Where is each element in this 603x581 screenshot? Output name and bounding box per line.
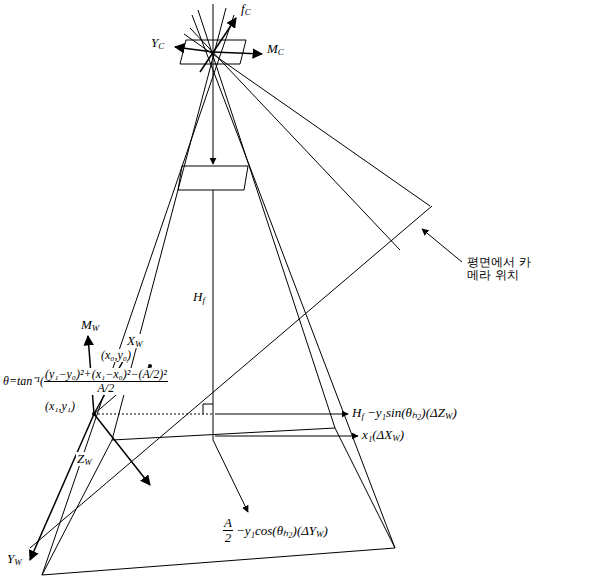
subscript: f xyxy=(361,412,364,422)
formula-label: (x₀,y₀) xyxy=(100,349,132,362)
formula-label: A2−y₁cos(θₕ₂)(ΔYW) xyxy=(222,516,329,546)
guide-line xyxy=(94,414,213,415)
camera-position-line xyxy=(30,206,432,548)
math-label: −y₁cos(θₕ₂)(ΔY xyxy=(236,524,316,538)
camera-ray xyxy=(198,10,335,428)
world-z-axis xyxy=(94,414,150,485)
math-label: x₁(ΔX xyxy=(362,428,392,442)
dimension-arrow xyxy=(215,414,348,415)
subscript: W xyxy=(316,530,324,540)
subscript: C xyxy=(158,42,164,52)
formula-label: YW xyxy=(6,552,23,566)
subscript: W xyxy=(14,558,22,568)
math-label: 평면에서 카메라 위치 xyxy=(467,255,531,282)
math-label: M xyxy=(267,42,278,56)
subscript: C xyxy=(278,48,284,58)
math-label: f xyxy=(241,2,245,16)
ground-footprint xyxy=(42,428,395,575)
subscript: W xyxy=(84,458,92,468)
math-label: Z xyxy=(77,452,84,466)
math-label: H xyxy=(193,290,202,304)
dimension-arrow xyxy=(215,436,358,437)
formula-label: Hf xyxy=(192,290,206,304)
subscript: W xyxy=(92,324,100,334)
formula-label: x₁(ΔXW) xyxy=(361,428,405,442)
point-marker xyxy=(92,412,96,416)
camera-ray xyxy=(213,4,214,52)
math-label: Y xyxy=(151,36,158,50)
formula-label: MC xyxy=(266,42,285,56)
formula-label: Hf−y₁sin(θₕ₂)(ΔZW) xyxy=(351,406,458,420)
math-label: X xyxy=(127,334,135,348)
math-label: H xyxy=(352,406,361,420)
world-y-axis xyxy=(30,414,94,560)
camera-y-axis xyxy=(175,47,213,52)
dimension-arrow xyxy=(213,440,248,512)
subscript: f xyxy=(202,296,205,306)
formula-label: YC xyxy=(150,36,165,50)
formula-label: θ=tan⁻¹((y₁−y₀)²+(x₁−x₀)²−(A/2)²A/2 xyxy=(2,368,169,395)
fraction-numerator: (y₁−y₀)²+(x₁−x₀)²−(A/2)² xyxy=(44,368,168,382)
formula-label: ZW xyxy=(76,452,93,466)
fraction: (y₁−y₀)²+(x₁−x₀)²−(A/2)²A/2 xyxy=(44,368,168,395)
camera-ray xyxy=(190,28,400,250)
formula-label: XW xyxy=(126,334,143,348)
subscript: C xyxy=(245,8,251,18)
formula-label: fC xyxy=(240,2,252,16)
math-label: ) xyxy=(324,524,328,538)
camera-ray xyxy=(184,34,430,206)
math-label: M xyxy=(81,318,92,332)
math-label: Y xyxy=(7,552,14,566)
math-label: (x₁,y₁) xyxy=(45,400,75,413)
formula-label: MW xyxy=(80,318,100,332)
subscript: W xyxy=(135,340,143,350)
math-label: −y₁sin(θₕ₂)(ΔZ xyxy=(367,406,445,420)
formula-label: (x₁,y₁) xyxy=(44,400,76,413)
math-label: ) xyxy=(400,428,404,442)
fraction: A2 xyxy=(223,516,233,546)
subscript: W xyxy=(392,434,400,444)
fraction-denominator: 2 xyxy=(225,531,232,545)
math-label: θ=tan⁻¹( xyxy=(3,375,44,388)
image-plane xyxy=(178,166,248,190)
subscript: W xyxy=(445,412,453,422)
fraction-denominator: A/2 xyxy=(98,382,115,395)
fraction-numerator: A xyxy=(223,516,233,531)
optical-axis xyxy=(213,190,214,440)
right-angle-mark xyxy=(203,404,213,414)
camera-ray xyxy=(192,15,395,548)
formula-label: 평면에서 카메라 위치 xyxy=(466,256,540,282)
math-label: (x₀,y₀) xyxy=(101,349,131,362)
math-label: ) xyxy=(452,406,456,420)
leader-line xyxy=(422,229,462,262)
camera-ray xyxy=(42,15,234,575)
